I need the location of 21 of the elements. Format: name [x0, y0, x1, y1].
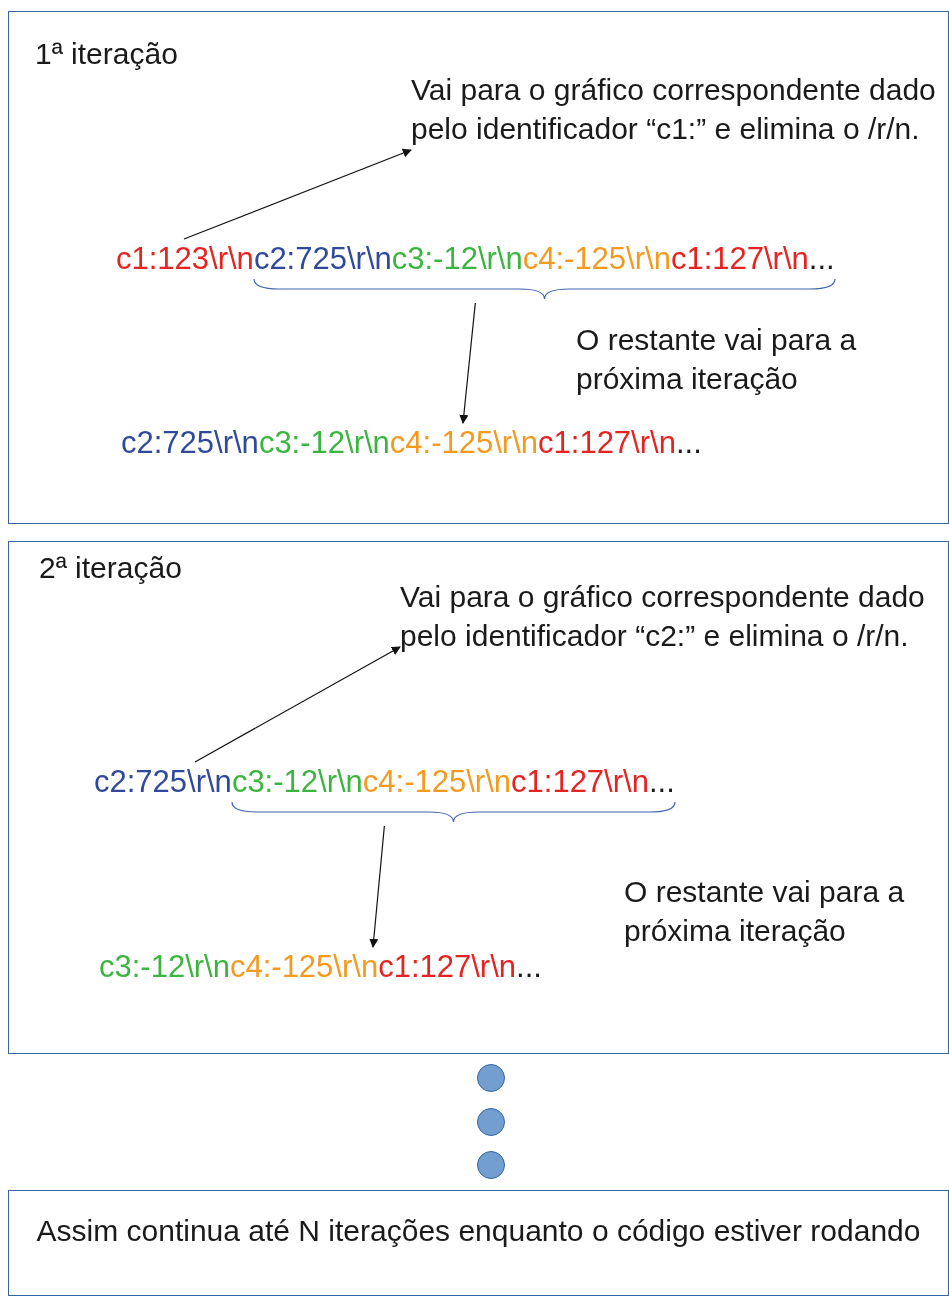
data-string: c3:-12\r\nc4:-125\r\nc1:127\r\n...	[99, 948, 542, 986]
summary-text: Assim continua até N iterações enquanto o código estiver rodando	[35, 1213, 922, 1249]
data-string: c2:725\r\nc3:-12\r\nc4:-125\r\nc1:127\r\n...	[121, 424, 702, 462]
data-string: c2:725\r\nc3:-12\r\nc4:-125\r\nc1:127\r\n...	[94, 763, 675, 801]
iteration-panel	[8, 11, 949, 524]
panel-heading: 2ª iteração	[39, 550, 182, 586]
arrow	[369, 825, 385, 948]
instruction-text: Vai para o gráfico correspondente dado pelo identificador “c1:” e elimina o /r/n.	[411, 70, 949, 148]
arrow	[183, 148, 412, 240]
iteration-panel	[8, 541, 949, 1054]
summary-box	[8, 1190, 949, 1296]
ellipsis-dot	[477, 1151, 505, 1179]
note-text: O restante vai para a próxima iteração	[624, 872, 944, 950]
arrow	[459, 302, 476, 424]
panel-heading: 1ª iteração	[35, 36, 178, 72]
note-text: O restante vai para a próxima iteração	[576, 320, 946, 398]
arrow	[194, 646, 401, 763]
ellipsis-dot	[477, 1064, 505, 1092]
instruction-text: Vai para o gráfico correspondente dado pelo identificador “c2:” e elimina o /r/n.	[400, 577, 945, 655]
ellipsis-dot	[477, 1108, 505, 1136]
data-string: c1:123\r\nc2:725\r\nc3:-12\r\nc4:-125\r\nc1:127\r\n...	[116, 240, 835, 278]
